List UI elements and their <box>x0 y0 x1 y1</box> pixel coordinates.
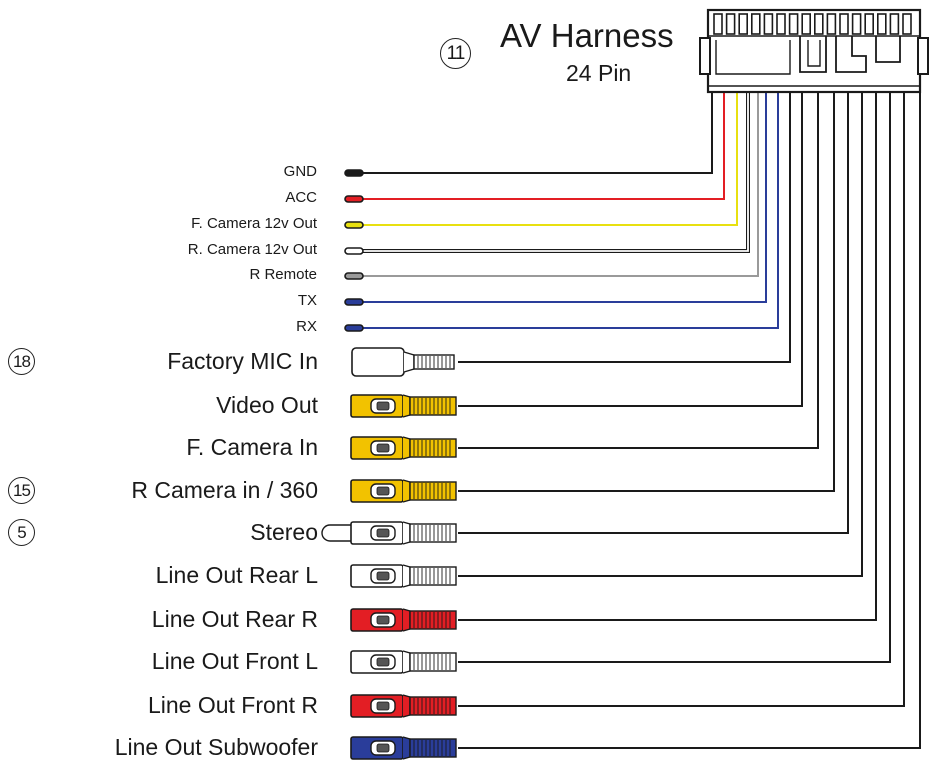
plugs-layer <box>321 92 921 760</box>
plug-wire-8 <box>458 92 905 707</box>
wire-3 <box>358 92 750 253</box>
callout-15: 15 <box>8 477 35 504</box>
callout-harness: 11 <box>440 38 471 69</box>
pin-slot <box>763 13 774 35</box>
plug-wire-0 <box>458 92 791 363</box>
pin-slot <box>801 13 812 35</box>
key-slot <box>799 36 827 73</box>
wire-label: ACC <box>285 189 317 206</box>
wire-terminal <box>344 324 364 332</box>
wires-layer <box>344 92 779 332</box>
plug-wire-4 <box>458 92 849 534</box>
plug-wire-3 <box>458 92 835 492</box>
plug-rca-male-4 <box>321 521 457 545</box>
plug-wire-2 <box>458 92 819 449</box>
plug-wire-5 <box>458 92 863 577</box>
pin-slot <box>725 13 736 35</box>
plug-rca-6 <box>350 608 457 632</box>
connector-label: F. Camera In <box>186 434 318 460</box>
pin-slot <box>839 13 849 35</box>
wire-label: TX <box>297 292 317 309</box>
connector-label: Line Out Rear L <box>155 562 318 588</box>
wire-4 <box>358 92 759 277</box>
plug-rca-2 <box>350 436 457 460</box>
connector-label: Line Out Subwoofer <box>114 734 318 760</box>
wire-label: F. Camera 12v Out <box>191 215 317 232</box>
connector-label: Line Out Rear R <box>151 606 318 632</box>
pin-slot <box>750 13 761 35</box>
pin-slot <box>713 13 723 35</box>
pin-slot <box>864 13 875 35</box>
connector-label: Video Out <box>216 392 318 418</box>
connector-tab-left <box>699 37 711 75</box>
pin-slot <box>876 13 887 35</box>
plug-rca-3 <box>350 479 457 503</box>
plug-rca-5 <box>350 564 457 588</box>
pin-slot <box>889 13 900 35</box>
pin-slot <box>902 13 912 35</box>
plug-wire-7 <box>458 92 891 663</box>
connector-label: Factory MIC In <box>167 348 318 374</box>
plug-wire-9 <box>458 92 921 749</box>
callout-5: 5 <box>8 519 35 546</box>
plug-rca-9 <box>350 736 457 760</box>
pin-slot <box>851 13 862 35</box>
harness-subtitle: 24 Pin <box>566 60 632 86</box>
pin-slot <box>776 13 786 35</box>
wire-label: R Remote <box>249 266 317 283</box>
wire-label: RX <box>296 318 317 335</box>
plug-wire-6 <box>458 92 877 621</box>
wire-terminal <box>344 221 364 229</box>
plug-mic-0 <box>351 347 455 377</box>
plug-wire-1 <box>458 92 803 407</box>
plug-rca-8 <box>350 694 457 718</box>
wire-terminal <box>344 169 364 177</box>
wire-terminal <box>344 195 364 203</box>
wire-0 <box>358 92 713 174</box>
wire-2 <box>358 92 738 226</box>
harness-title: AV Harness <box>500 17 674 54</box>
connector-label: Line Out Front L <box>151 648 318 674</box>
wire-terminal <box>344 247 364 255</box>
pin-slot <box>788 13 799 35</box>
pin-slot <box>738 13 749 35</box>
callout-18: 18 <box>8 348 35 375</box>
wire-terminal <box>344 272 364 280</box>
connector-label: Line Out Front R <box>147 692 318 718</box>
connector-tab-right <box>917 37 929 75</box>
pin-slot <box>826 13 837 35</box>
wire-label: R. Camera 12v Out <box>187 241 317 258</box>
plug-rca-1 <box>350 394 457 418</box>
wire-terminal <box>344 298 364 306</box>
wire-6 <box>358 92 779 329</box>
connector-label: Stereo <box>250 519 318 545</box>
pin-slot <box>813 13 824 35</box>
av-harness-connector <box>699 8 929 94</box>
wire-label: GND <box>283 163 317 180</box>
plug-rca-7 <box>350 650 457 674</box>
connector-label: R Camera in / 360 <box>131 477 318 503</box>
wire-1 <box>358 92 725 200</box>
wire-5 <box>358 92 767 303</box>
